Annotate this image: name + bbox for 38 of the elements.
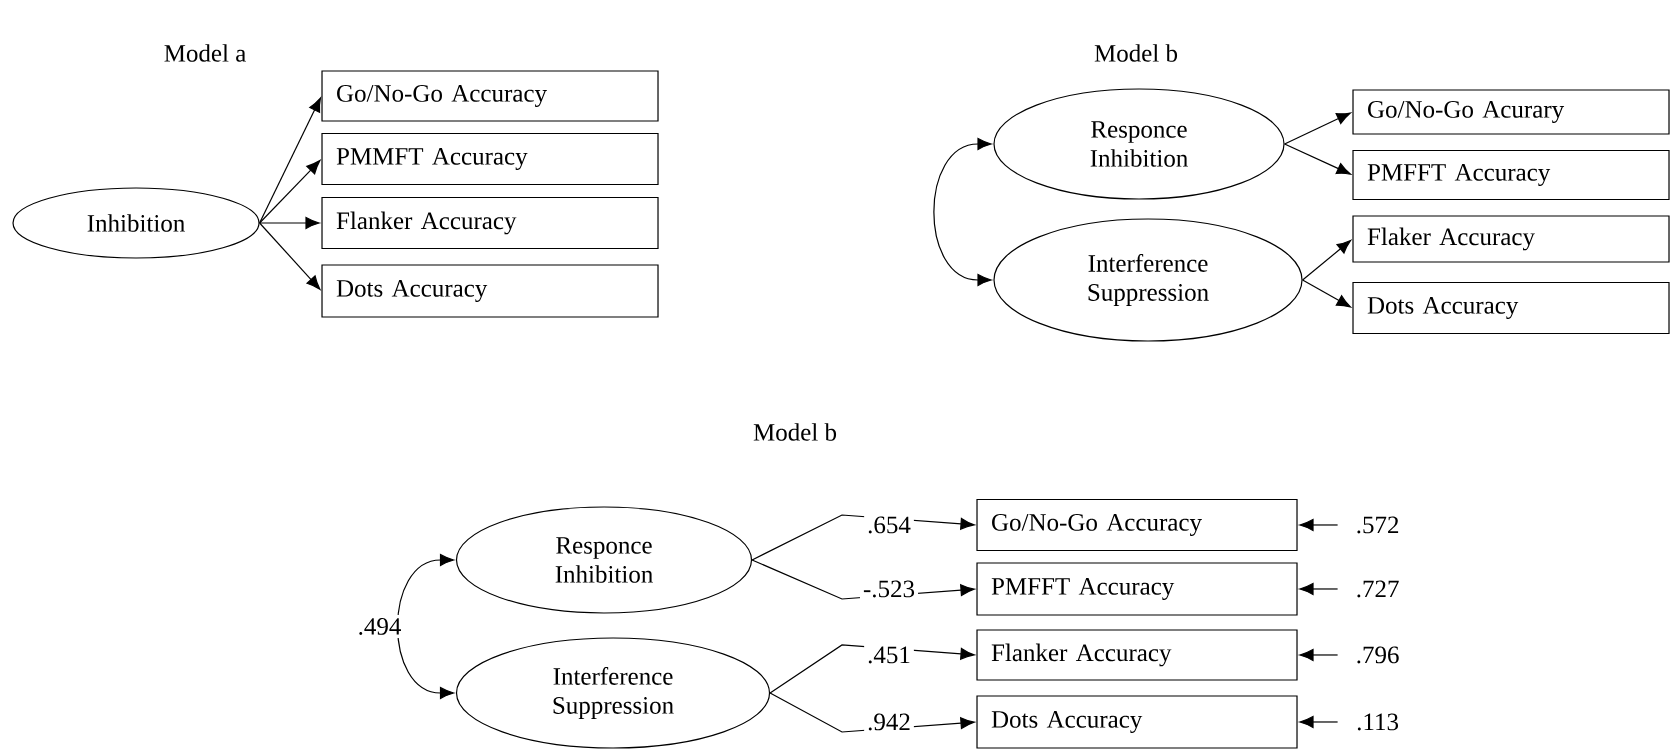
correlation-arrow (397, 553, 455, 699)
path-arrow (259, 222, 321, 290)
model-title: Model b (753, 423, 837, 441)
indicator-box: PMMFT Accuracy (321, 132, 659, 186)
edge-label: .494 (354, 615, 405, 638)
residual-arrow (1299, 716, 1339, 728)
edge-label: .113 (1353, 710, 1402, 734)
indicator-box: Go/No-Go Acurary (1352, 89, 1670, 135)
residual-arrow (1299, 648, 1339, 661)
indicator-box: Dots Accuracy (976, 695, 1298, 749)
path-arrow (259, 216, 320, 229)
indicator-box: PMFFT Accuracy (1352, 149, 1670, 201)
path-arrow (1302, 279, 1351, 308)
indicator-box: Dots Accuracy (321, 264, 659, 318)
edge-label: .451 (864, 643, 914, 667)
path-arrow (1284, 112, 1351, 145)
indicator-box: Flaker Accuracy (1352, 215, 1670, 263)
model-title: Model a (164, 44, 246, 62)
indicator-box: Flanker Accuracy (321, 196, 659, 250)
indicator-box: Go/No-Go Accuracy (976, 498, 1298, 552)
residual-arrow (1299, 518, 1339, 531)
edge-label: .572 (1352, 513, 1403, 537)
path-arrow (1284, 143, 1351, 175)
indicator-box: Go/No-Go Accuracy (321, 70, 659, 122)
correlation-arrow (933, 137, 992, 286)
indicator-box: Dots Accuracy (1352, 281, 1670, 335)
residual-arrow (1299, 582, 1339, 595)
edge-label: .654 (864, 513, 914, 537)
edge-label: .942 (864, 710, 914, 734)
indicator-box: PMFFT Accuracy (976, 562, 1298, 616)
edge-label: .796 (1352, 643, 1403, 667)
indicator-box: Flanker Accuracy (976, 629, 1298, 681)
edge-label: .727 (1352, 577, 1403, 601)
path-arrow (259, 160, 321, 224)
edge-label: -.523 (859, 577, 919, 601)
path-arrow (259, 97, 321, 224)
model-title: Model b (1094, 44, 1178, 62)
path-arrow (1302, 239, 1352, 281)
